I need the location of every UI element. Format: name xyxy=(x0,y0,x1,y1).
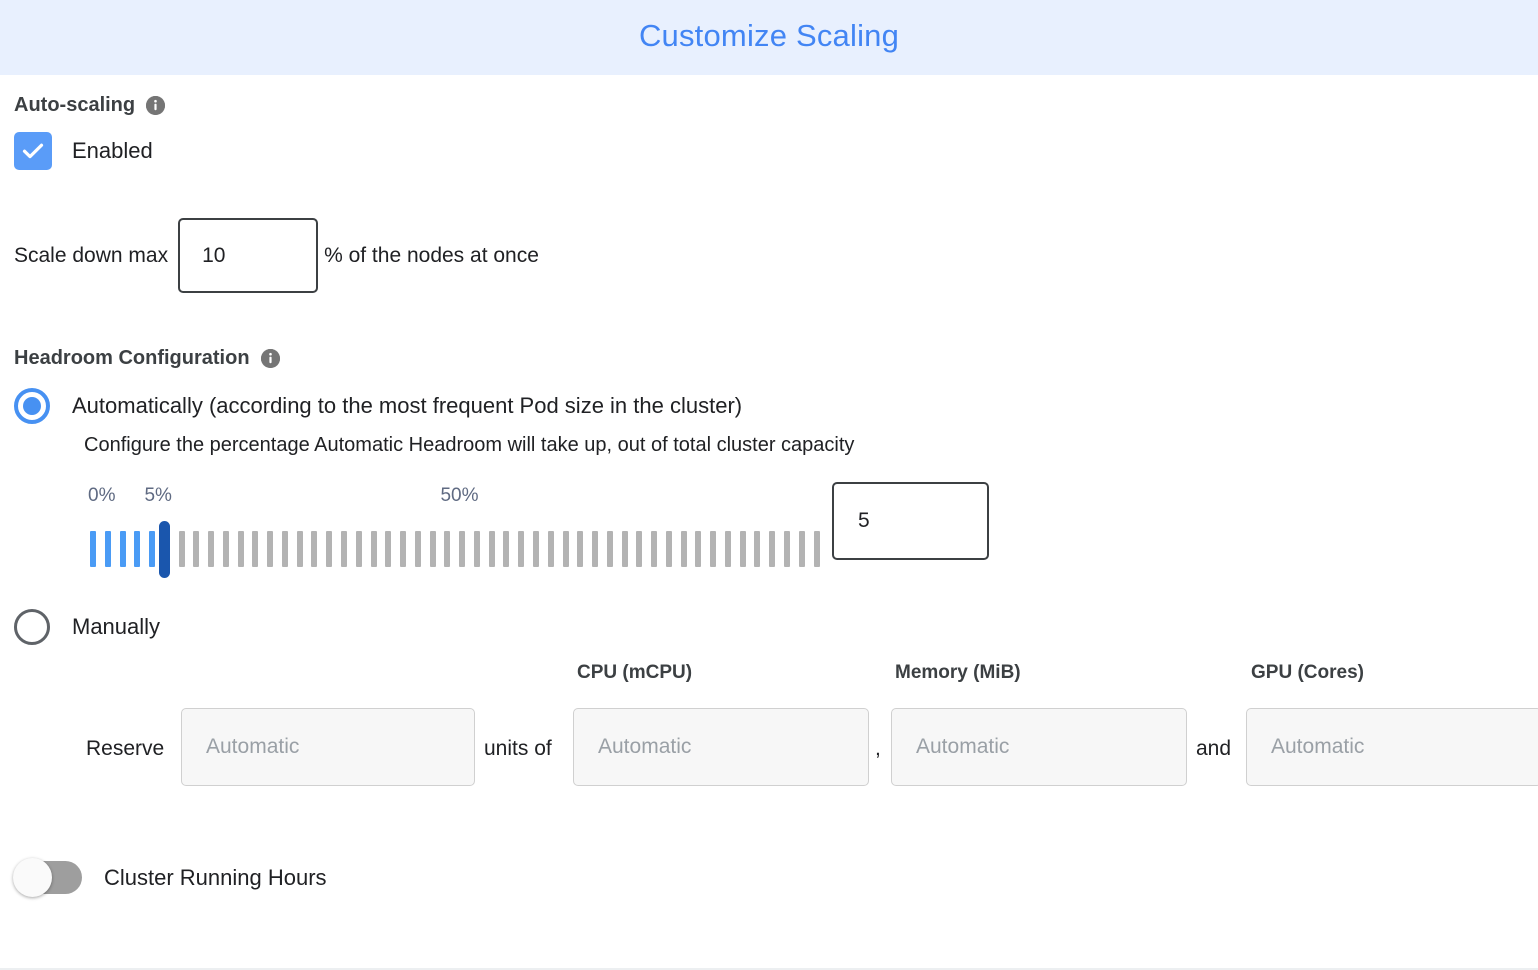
slider-tick[interactable] xyxy=(178,531,185,567)
checkbox-enabled[interactable] xyxy=(14,132,52,170)
slider-min-label: 0% xyxy=(88,485,116,506)
settings-body: Auto-scaling Enabled Scale down max % of… xyxy=(0,94,1538,897)
slider-tick[interactable] xyxy=(532,531,539,567)
slider-row xyxy=(14,482,1524,599)
slider-tick[interactable] xyxy=(267,531,274,567)
scale-down-max-row: Scale down max % of the nodes at once xyxy=(14,218,1524,293)
reserve-memory-input[interactable] xyxy=(891,708,1187,786)
slider-tick[interactable] xyxy=(680,531,687,567)
reserve-cpu-input[interactable] xyxy=(573,708,869,786)
slider-tick[interactable] xyxy=(385,531,392,567)
radio-automatic-label: Automatically (according to the most fre… xyxy=(72,393,743,418)
reserve-gpu-input[interactable] xyxy=(1246,708,1538,786)
slider-tick[interactable] xyxy=(518,531,525,567)
radio-manually-label: Manually xyxy=(72,614,161,639)
slider-tick[interactable] xyxy=(104,531,111,567)
radio-manually[interactable] xyxy=(14,609,50,645)
slider-tick-labels: 0% 5% 50% xyxy=(14,485,1524,511)
slider-tick[interactable] xyxy=(606,531,613,567)
slider-tick[interactable] xyxy=(459,531,466,567)
slider-tick[interactable] xyxy=(311,531,318,567)
cluster-running-hours-row[interactable]: Cluster Running Hours xyxy=(13,858,1524,897)
slider-tick[interactable] xyxy=(592,531,599,567)
radio-automatic[interactable] xyxy=(14,388,50,424)
slider-tick[interactable] xyxy=(429,531,436,567)
slider-tick[interactable] xyxy=(134,531,141,567)
slider-tick[interactable] xyxy=(488,531,495,567)
slider-tick[interactable] xyxy=(695,531,702,567)
slider-track[interactable] xyxy=(90,531,820,567)
slider-tick[interactable] xyxy=(651,531,658,567)
headroom-automatic-help-text: Configure the percentage Automatic Headr… xyxy=(84,434,855,456)
slider-tick[interactable] xyxy=(119,531,126,567)
auto-scaling-label: Auto-scaling xyxy=(14,94,136,116)
slider-tick[interactable] xyxy=(444,531,451,567)
slider-tick[interactable] xyxy=(222,531,229,567)
slider-tick[interactable] xyxy=(769,531,776,567)
headroom-percentage-slider-block: 0% 5% 50% xyxy=(14,482,1524,585)
page-title: Customize Scaling xyxy=(638,18,900,53)
slider-tick[interactable] xyxy=(90,531,96,567)
reserve-units-input[interactable] xyxy=(181,708,475,786)
page-header: Customize Scaling xyxy=(0,0,1538,75)
gpu-field-label: GPU (Cores) xyxy=(1251,662,1364,683)
slider-tick[interactable] xyxy=(724,531,731,567)
slider-tick[interactable] xyxy=(281,531,288,567)
headroom-option-manual-block: Manually Reserve units of CPU (mCPU) , M… xyxy=(14,609,1538,787)
slider-max-label: 50% xyxy=(440,485,479,506)
scale-down-max-suffix: % of the nodes at once xyxy=(324,243,539,267)
slider-tick[interactable] xyxy=(562,531,569,567)
bottom-divider xyxy=(0,968,1538,970)
auto-scaling-section-header: Auto-scaling xyxy=(14,94,1524,117)
info-icon[interactable] xyxy=(260,349,280,368)
slider-tick[interactable] xyxy=(149,531,156,567)
slider-tick[interactable] xyxy=(547,531,554,567)
slider-tick[interactable] xyxy=(783,531,790,567)
slider-tick[interactable] xyxy=(739,531,746,567)
slider-tick[interactable] xyxy=(370,531,377,567)
slider-tick[interactable] xyxy=(341,531,348,567)
slider-tick[interactable] xyxy=(473,531,480,567)
info-icon[interactable] xyxy=(146,96,166,115)
reserve-fields-grid: Reserve units of CPU (mCPU) , Memory (Mi… xyxy=(14,662,1538,787)
memory-field-label: Memory (MiB) xyxy=(895,662,1021,683)
slider-tick[interactable] xyxy=(193,531,200,567)
slider-tick[interactable] xyxy=(710,531,717,567)
slider-tick[interactable] xyxy=(414,531,421,567)
headroom-option-manual-row[interactable]: Manually xyxy=(14,609,1524,645)
headroom-configuration-label: Headroom Configuration xyxy=(14,347,250,369)
scale-down-max-input[interactable] xyxy=(178,218,319,293)
headroom-percentage-input[interactable] xyxy=(832,482,989,560)
auto-scaling-enabled-row[interactable]: Enabled xyxy=(14,132,1524,170)
slider-tick[interactable] xyxy=(355,531,362,567)
checkbox-enabled-label: Enabled xyxy=(72,138,153,163)
scale-down-max-label: Scale down max xyxy=(14,243,169,267)
reserve-label: Reserve xyxy=(86,737,165,760)
headroom-configuration-section-header: Headroom Configuration xyxy=(14,347,1524,370)
slider-tick[interactable] xyxy=(665,531,672,567)
comma-separator: , xyxy=(875,737,881,760)
slider-tick[interactable] xyxy=(326,531,333,567)
cpu-field-label: CPU (mCPU) xyxy=(577,662,693,683)
slider-current-label: 5% xyxy=(144,485,172,506)
slider-tick[interactable] xyxy=(621,531,628,567)
slider-tick[interactable] xyxy=(636,531,643,567)
slider-tick[interactable] xyxy=(237,531,244,567)
cluster-running-hours-toggle[interactable] xyxy=(13,858,82,897)
cluster-running-hours-label: Cluster Running Hours xyxy=(104,864,327,890)
slider-tick[interactable] xyxy=(400,531,407,567)
slider-tick[interactable] xyxy=(813,531,820,567)
headroom-option-automatic-row[interactable]: Automatically (according to the most fre… xyxy=(14,388,1524,424)
slider-tick[interactable] xyxy=(798,531,805,567)
slider-tick[interactable] xyxy=(754,531,761,567)
units-of-label: units of xyxy=(484,737,552,760)
slider-thumb[interactable] xyxy=(159,521,171,578)
slider-tick[interactable] xyxy=(503,531,510,567)
and-separator: and xyxy=(1196,737,1232,760)
slider-tick[interactable] xyxy=(296,531,303,567)
slider-tick[interactable] xyxy=(208,531,215,567)
slider-tick[interactable] xyxy=(577,531,584,567)
slider-tick[interactable] xyxy=(252,531,259,567)
